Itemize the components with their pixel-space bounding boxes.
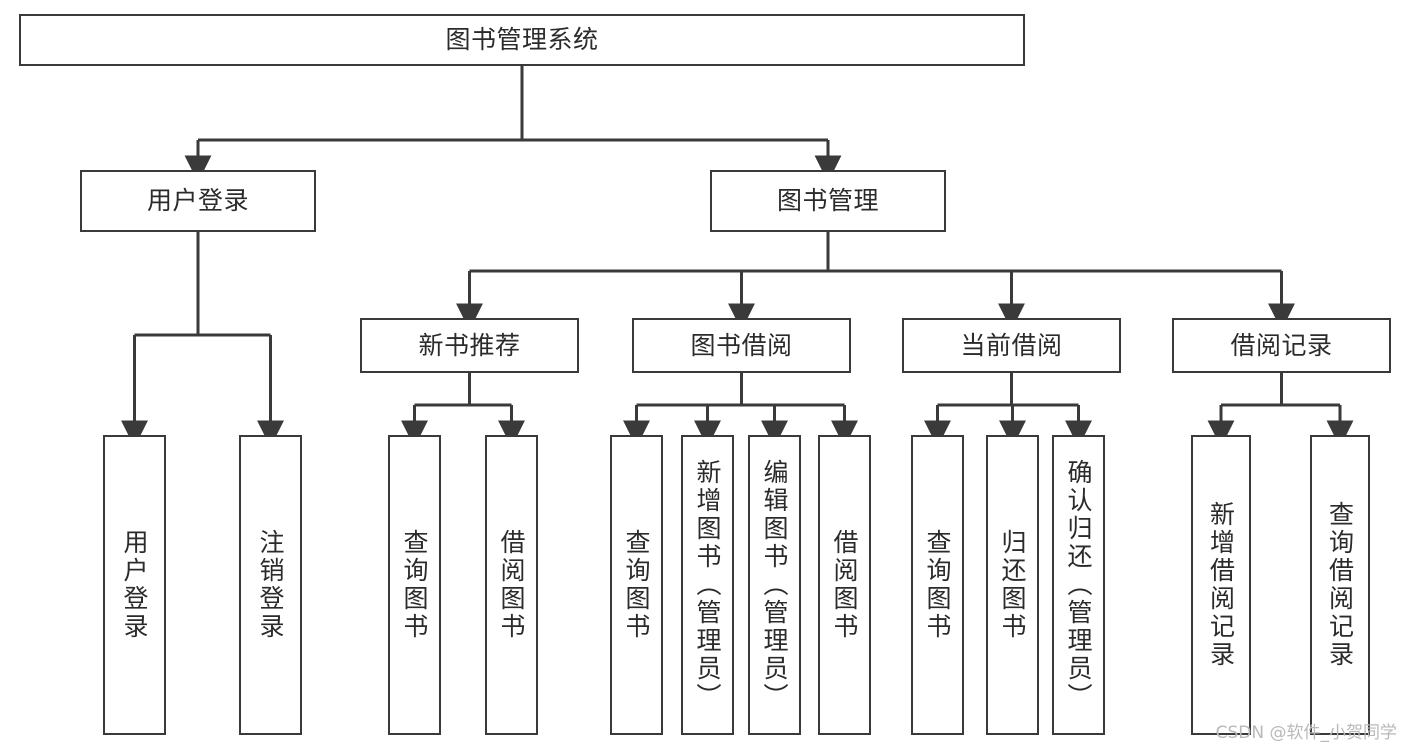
node-label-leaf-user-login: 用户登录 [120, 529, 149, 641]
node-label-leaf-add-book-admin: 新增图书（管理员） [693, 459, 722, 711]
node-leaf-query-book-3[interactable]: 查询图书 [911, 435, 964, 735]
node-label-leaf-add-borrow-record: 新增借阅记录 [1206, 501, 1236, 669]
node-label-user-login: 用户登录 [146, 186, 249, 216]
node-label-leaf-user-logout: 注销登录 [256, 529, 285, 641]
node-leaf-add-borrow-record[interactable]: 新增借阅记录 [1191, 435, 1251, 735]
node-leaf-return-book[interactable]: 归还图书 [986, 435, 1039, 735]
node-book-management[interactable]: 图书管理 [710, 170, 946, 232]
node-leaf-add-book-admin[interactable]: 新增图书（管理员） [681, 435, 734, 735]
node-leaf-edit-book-admin[interactable]: 编辑图书（管理员） [748, 435, 801, 735]
node-leaf-borrow-book-1[interactable]: 借阅图书 [485, 435, 538, 735]
node-book-borrow[interactable]: 图书借阅 [632, 318, 851, 373]
node-label-book-borrow: 图书借阅 [690, 330, 793, 360]
node-label-leaf-borrow-book-1: 借阅图书 [497, 529, 526, 641]
node-leaf-query-book-1[interactable]: 查询图书 [388, 435, 441, 735]
node-label-leaf-edit-book-admin: 编辑图书（管理员） [760, 459, 789, 711]
node-borrow-record[interactable]: 借阅记录 [1172, 318, 1391, 373]
node-label-leaf-borrow-book-2: 借阅图书 [830, 529, 859, 641]
node-label-leaf-query-borrow-record: 查询借阅记录 [1325, 501, 1355, 669]
node-leaf-user-logout[interactable]: 注销登录 [239, 435, 302, 735]
node-label-book-management: 图书管理 [776, 186, 879, 216]
node-root[interactable]: 图书管理系统 [19, 14, 1025, 66]
node-leaf-confirm-return-admin[interactable]: 确认归还（管理员） [1052, 435, 1105, 735]
node-leaf-borrow-book-2[interactable]: 借阅图书 [818, 435, 871, 735]
node-label-leaf-return-book: 归还图书 [998, 529, 1027, 641]
node-user-login[interactable]: 用户登录 [80, 170, 316, 232]
csdn-watermark: CSDN @软件_小贺同学 [1215, 723, 1397, 743]
node-label-current-borrow: 当前借阅 [960, 330, 1063, 360]
node-label-leaf-query-book-2: 查询图书 [622, 529, 651, 641]
node-label-leaf-query-book-1: 查询图书 [400, 529, 429, 641]
node-label-new-book-recommend: 新书推荐 [418, 330, 521, 360]
node-label-leaf-query-book-3: 查询图书 [923, 529, 952, 641]
node-leaf-user-login[interactable]: 用户登录 [103, 435, 166, 735]
node-leaf-query-book-2[interactable]: 查询图书 [610, 435, 663, 735]
node-new-book-recommend[interactable]: 新书推荐 [360, 318, 579, 373]
node-label-borrow-record: 借阅记录 [1230, 330, 1333, 360]
node-label-leaf-confirm-return-admin: 确认归还（管理员） [1064, 459, 1093, 711]
node-label-root: 图书管理系统 [445, 25, 599, 55]
node-leaf-query-borrow-record[interactable]: 查询借阅记录 [1310, 435, 1370, 735]
node-current-borrow[interactable]: 当前借阅 [902, 318, 1121, 373]
